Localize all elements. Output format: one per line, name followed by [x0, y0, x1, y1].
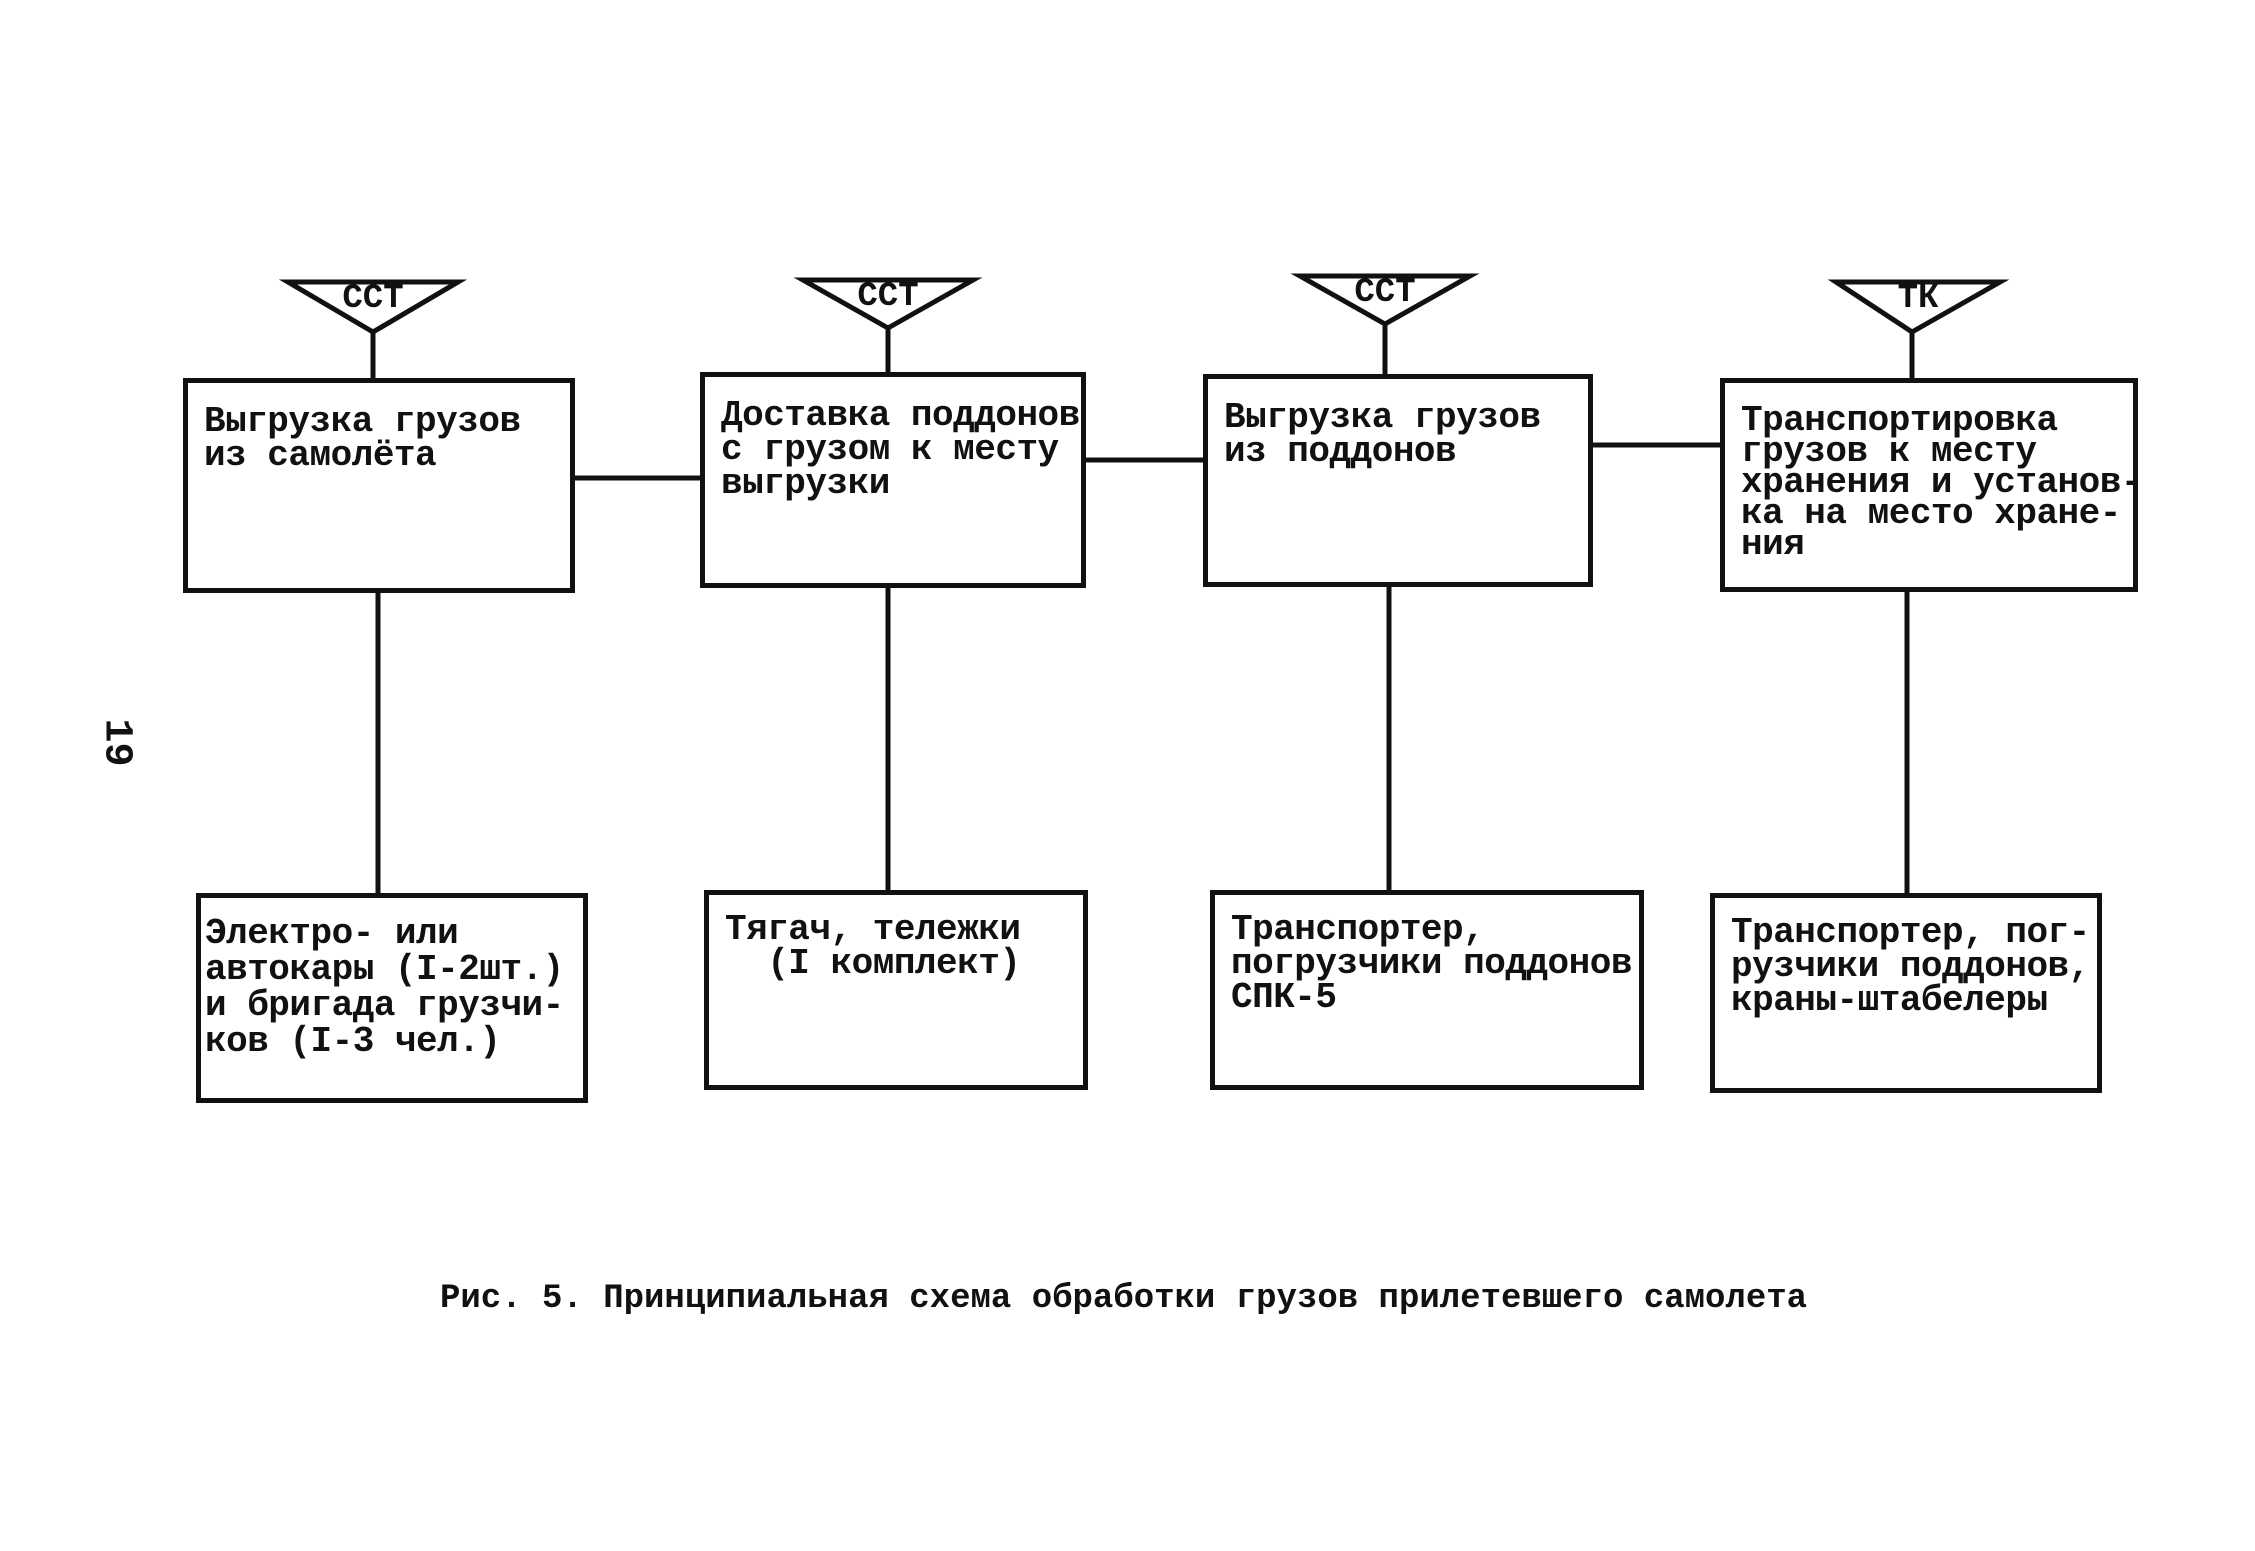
operation-box-4: Транспортировка грузов к месту хранения … [1720, 378, 2142, 592]
marker-label-2: ССТ [857, 278, 919, 316]
operation-box-2: Доставка поддонов с грузом к месту выгру… [700, 372, 1086, 588]
marker-triangle-4 [1827, 279, 2010, 335]
resource-box-2: Тягач, тележки (I комплект) [704, 890, 1088, 1090]
operation-box-1: Выгрузка грузов из самолёта [183, 378, 575, 593]
marker-label-3: ССТ [1354, 274, 1416, 312]
marker-label-4: ТК [1897, 280, 1939, 318]
marker-triangle-1 [278, 279, 468, 335]
resource-box-3: Транспортер, погрузчики поддонов СПК-5 [1210, 890, 1644, 1090]
resource-box-4: Транспортер, пог- рузчики поддонов, кран… [1710, 893, 2102, 1093]
marker-triangle-3 [1290, 273, 1480, 327]
marker-label-1: ССТ [342, 280, 404, 318]
figure-caption: Рис. 5. Принципиальная схема обработки г… [440, 1280, 1808, 1318]
resource-box-1: Электро- или автокары (I-2шт.) и бригада… [196, 893, 588, 1103]
page-number: 19 [93, 718, 139, 767]
marker-triangle-2 [793, 277, 983, 331]
operation-box-3: Выгрузка грузов из поддонов [1203, 374, 1593, 587]
